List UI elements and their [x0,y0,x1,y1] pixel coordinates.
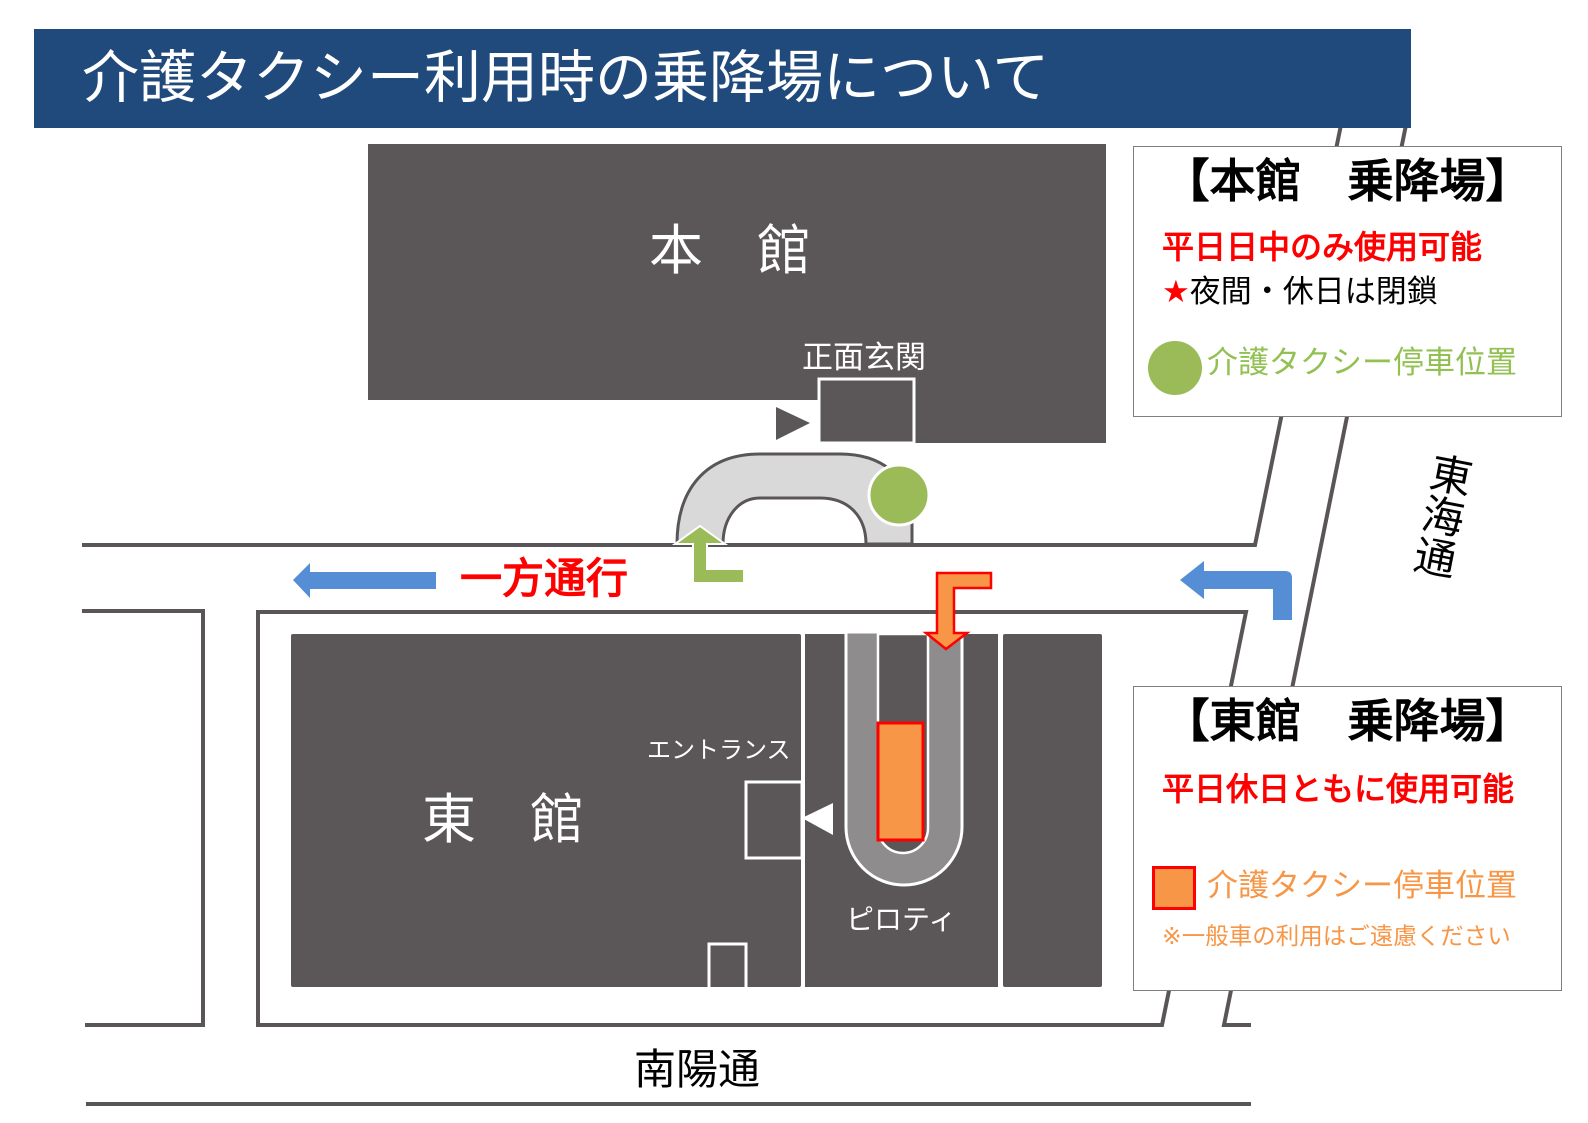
east-entrance-box [744,780,804,860]
east-entrance-label: エントランス [647,736,791,764]
main-building [368,144,1106,443]
main-entrance-triangle-icon [776,407,810,440]
main-building-group [368,144,1106,445]
legend-main-closure: ★夜間・休日は閉鎖 [1162,277,1438,308]
main-taxi-stop-circle-icon [867,463,931,527]
legend-main-title: 【本館 乗降場】 [1163,154,1532,208]
road-edge-east-block [256,610,1249,1027]
main-building-label: 本 館 [649,219,811,282]
main-entrance-box [817,377,916,445]
east-side-door-box [707,942,748,987]
legend-east-title: 【東館 乗降場】 [1163,694,1532,748]
legend-main-availability: 平日日中のみ使用可能 [1162,228,1483,266]
road-edge-east-street [1221,119,1409,1027]
east-building-group [291,571,1102,987]
green-circle-icon [1148,341,1202,395]
orange-square-icon [1152,866,1196,910]
one-way-label: 一方通行 [460,554,629,603]
south-street-label: 南陽通 [634,1045,761,1094]
legend-east-note: ※一般車の利用はご遠慮ください [1162,922,1511,950]
piloti-label: ピロティ [846,903,957,936]
legend-east-marker-label: 介護タクシー停車位置 [1207,868,1517,904]
main-entrance-label: 正面玄関 [802,340,926,376]
page-title: 介護タクシー利用時の乗降場について [82,45,1050,111]
title-bar: 介護タクシー利用時の乗降場について [34,29,1411,128]
one-way-arrow-left-icon [293,563,436,598]
legend-main-closure-text: 夜間・休日は閉鎖 [1189,274,1438,310]
turn-left-arrow-icon [1180,561,1292,620]
star-icon: ★ [1162,274,1190,310]
road-edge-west-block [82,609,205,1027]
east-building [291,634,801,987]
traffic-arrows [293,561,1292,620]
legend-main-marker-label: 介護タクシー停車位置 [1207,345,1517,381]
legend-east-availability: 平日休日ともに使用可能 [1162,770,1515,808]
east-entrance-triangle-icon [802,803,833,835]
main-drive-entry-arrow-icon [671,524,745,584]
east-building-annex [1003,634,1102,987]
east-taxi-stop-square-icon [876,721,925,842]
east-drive-entry-arrow-icon [922,571,993,651]
legend-main-building: 【本館 乗降場】 平日日中のみ使用可能 ★夜間・休日は閉鎖 介護タクシー停車位置 [1133,146,1562,417]
main-drive-group [671,452,931,584]
east-building-label: 東 館 [422,788,584,851]
legend-east-building: 【東館 乗降場】 平日休日ともに使用可能 介護タクシー停車位置 ※一般車の利用は… [1133,686,1562,991]
